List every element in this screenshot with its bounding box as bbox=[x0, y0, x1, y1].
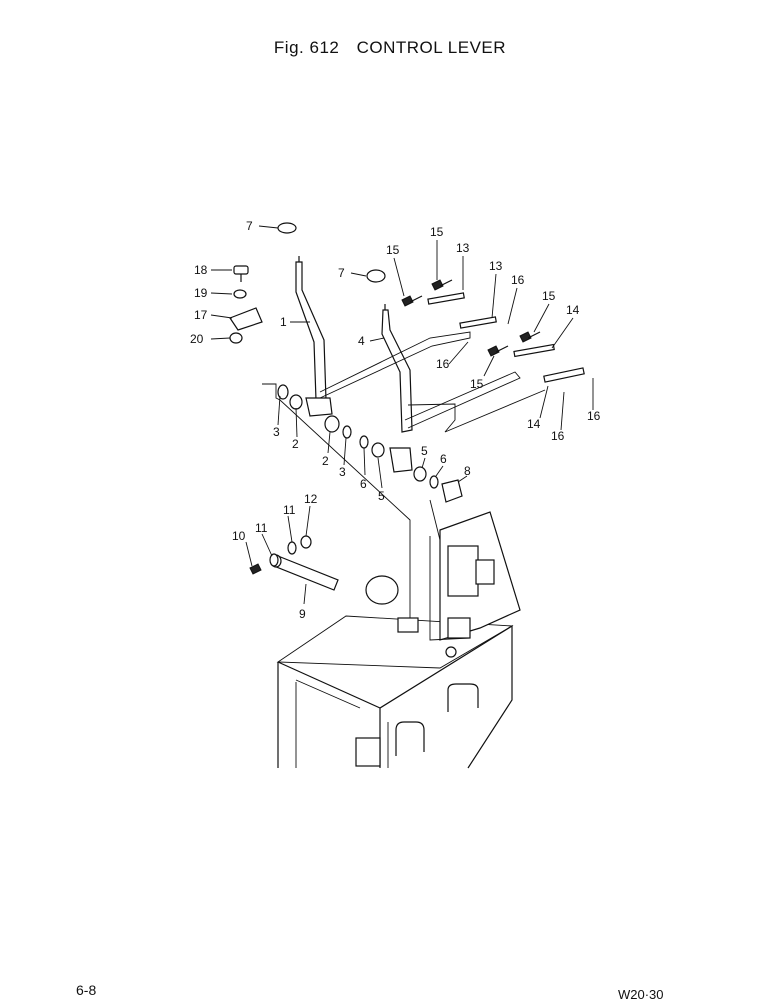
callout-16d: 16 bbox=[587, 409, 601, 423]
callout-6a: 6 bbox=[360, 477, 367, 491]
callout-17: 17 bbox=[194, 308, 208, 322]
callout-16a: 16 bbox=[511, 273, 525, 287]
callout-1: 1 bbox=[280, 315, 287, 329]
parts-17-20 bbox=[229, 265, 263, 344]
callout-5b: 5 bbox=[421, 444, 428, 458]
bolts-15 bbox=[401, 279, 541, 357]
callout-13a: 13 bbox=[456, 241, 470, 255]
callout-16b: 16 bbox=[436, 357, 450, 371]
callout-11b: 11 bbox=[283, 503, 296, 517]
callout-15b: 15 bbox=[430, 225, 444, 239]
callout-3b: 3 bbox=[339, 465, 346, 479]
callout-2b: 2 bbox=[322, 454, 329, 468]
shaft-9 bbox=[249, 535, 339, 591]
callout-15d: 15 bbox=[470, 377, 484, 391]
model-code: W20·30 bbox=[618, 987, 664, 1002]
page-number: 6-8 bbox=[76, 982, 97, 998]
callout-19: 19 bbox=[194, 286, 208, 300]
figure-name: CONTROL LEVER bbox=[356, 38, 507, 57]
callout-9: 9 bbox=[299, 607, 306, 621]
callout-4: 4 bbox=[358, 334, 365, 348]
rods-13-14 bbox=[427, 292, 585, 383]
callout-15a: 15 bbox=[386, 243, 400, 257]
callout-15c: 15 bbox=[542, 289, 556, 303]
control-lever-1 bbox=[295, 256, 333, 417]
callout-labels: 7 7 18 19 17 20 1 4 15 15 13 13 16 15 14… bbox=[190, 219, 601, 621]
callout-16c: 16 bbox=[551, 429, 565, 443]
callout-7b: 7 bbox=[338, 266, 345, 280]
callout-14b: 14 bbox=[527, 417, 541, 431]
callout-2a: 2 bbox=[292, 437, 299, 451]
callout-11a: 11 bbox=[255, 521, 268, 535]
figure-number: Fig. 612 bbox=[273, 38, 340, 57]
callout-13b: 13 bbox=[489, 259, 503, 273]
callout-8: 8 bbox=[464, 464, 471, 478]
callout-leaders bbox=[210, 225, 594, 605]
figure-title: Fig. 612 CONTROL LEVER bbox=[0, 38, 780, 58]
callout-20: 20 bbox=[190, 332, 204, 346]
housing-base bbox=[276, 511, 521, 769]
link-rods bbox=[319, 331, 546, 433]
control-lever-4 bbox=[381, 304, 413, 473]
callout-6b: 6 bbox=[440, 452, 447, 466]
assembly-lines bbox=[262, 383, 441, 620]
callout-10: 10 bbox=[232, 529, 246, 543]
callout-5a: 5 bbox=[378, 489, 385, 503]
knobs-7 bbox=[277, 222, 386, 283]
callout-7a: 7 bbox=[246, 219, 253, 233]
callout-12: 12 bbox=[304, 492, 318, 506]
bushings-washers bbox=[277, 384, 463, 503]
callout-18: 18 bbox=[194, 263, 208, 277]
callout-14a: 14 bbox=[566, 303, 580, 317]
callout-3a: 3 bbox=[273, 425, 280, 439]
